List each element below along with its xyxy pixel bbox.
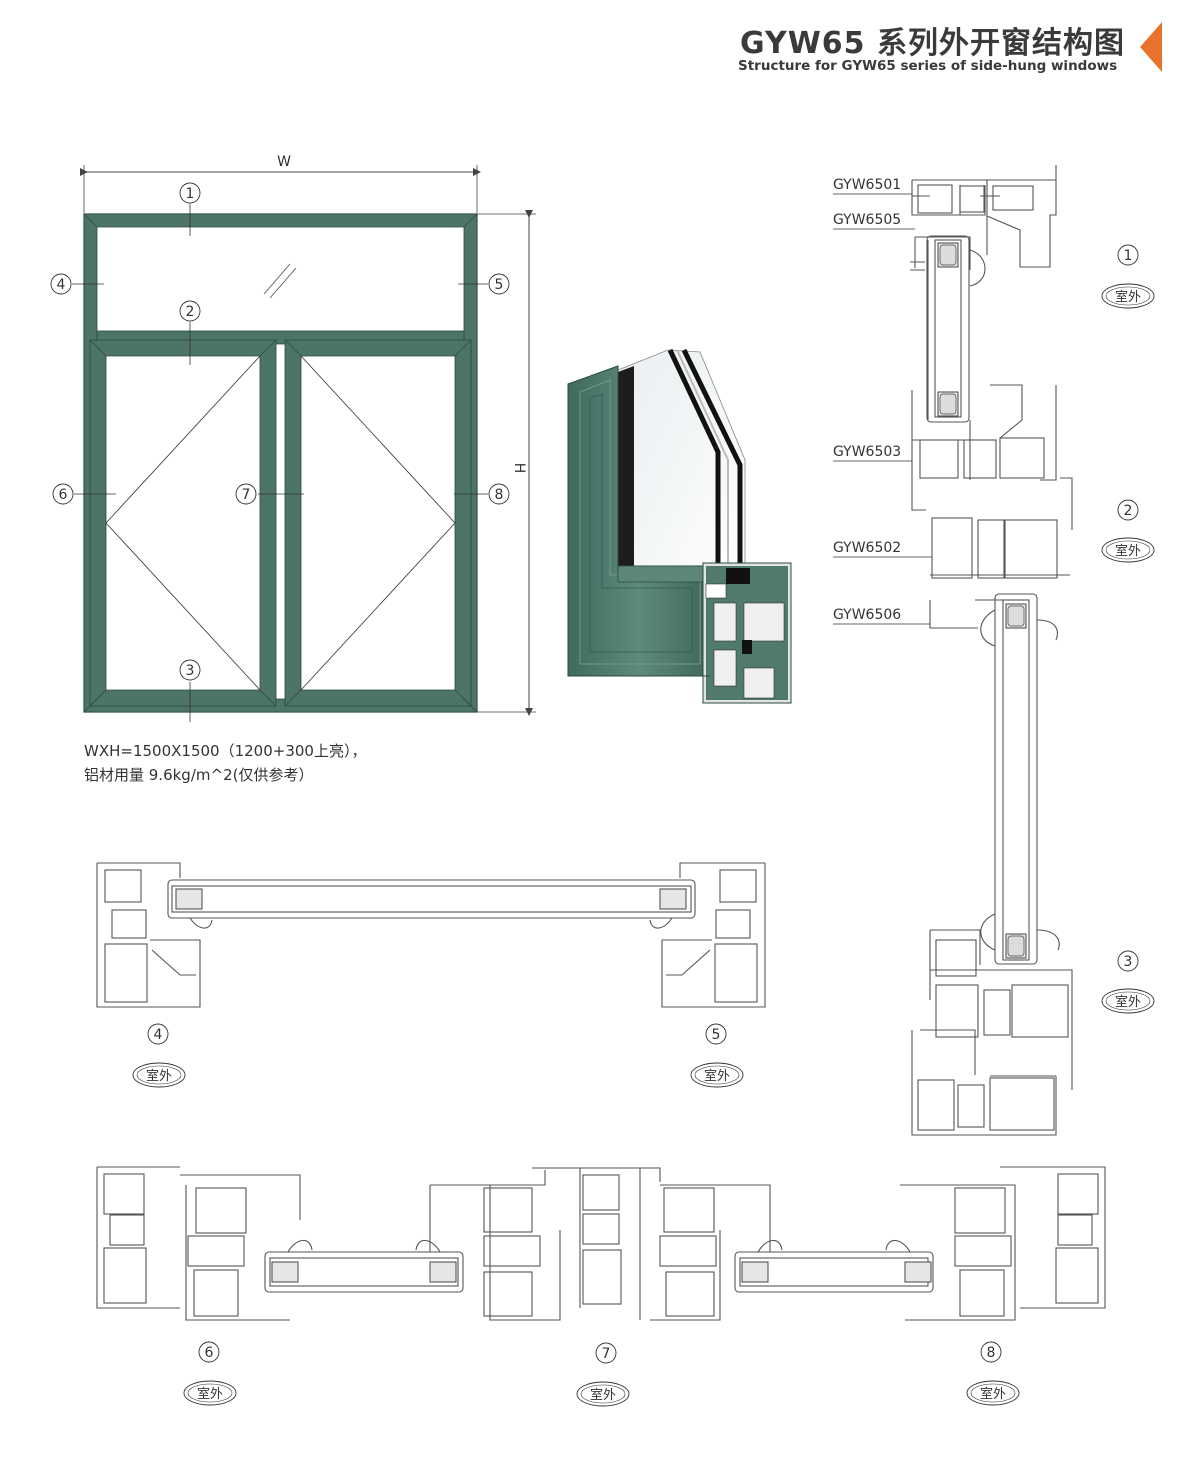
svg-text:室外: 室外 <box>590 1387 616 1403</box>
svg-text:5: 5 <box>495 277 504 293</box>
svg-text:室外: 室外 <box>704 1068 730 1084</box>
svg-text:室外: 室外 <box>980 1386 1006 1402</box>
profile-codes: GYW6501 GYW6505 GYW6503 GYW6502 GYW6506 <box>833 177 932 625</box>
page-subtitle: Structure for GYW65 series of side-hung … <box>738 58 1118 74</box>
svg-text:3: 3 <box>1124 954 1133 970</box>
horizontal-section-6-7-8 <box>96 1166 1106 1321</box>
svg-text:室外: 室外 <box>1115 994 1141 1010</box>
svg-text:6: 6 <box>59 487 68 503</box>
svg-text:室外: 室外 <box>197 1386 223 1402</box>
horizontal-section-4-5-labels: 4 室外 5 室外 <box>132 1023 744 1088</box>
orange-arrow-icon <box>1140 22 1162 72</box>
profile-code-gyw6503: GYW6503 <box>833 444 901 460</box>
svg-text:4: 4 <box>57 277 66 293</box>
callout-8: 8 <box>488 483 510 505</box>
callout-6: 6 <box>52 483 74 505</box>
svg-text:6: 6 <box>205 1345 214 1361</box>
profile-code-gyw6506: GYW6506 <box>833 607 901 623</box>
svg-text:5: 5 <box>712 1027 721 1043</box>
svg-text:4: 4 <box>154 1027 163 1043</box>
callout-5: 5 <box>488 273 510 295</box>
profile-code-gyw6502: GYW6502 <box>833 540 901 556</box>
svg-text:7: 7 <box>242 487 251 503</box>
profile-3d-render <box>567 348 792 704</box>
window-elevation: W H <box>50 154 536 722</box>
svg-text:2: 2 <box>1124 503 1133 519</box>
svg-text:室外: 室外 <box>1115 289 1141 305</box>
callout-3: 3 <box>179 659 201 681</box>
dimension-note-line1: WXH=1500X1500（1200+300上亮）， <box>84 742 367 760</box>
callout-7: 7 <box>235 483 257 505</box>
horizontal-section-6-7-8-labels: 6 室外 7 室外 8 室外 <box>183 1341 1020 1407</box>
svg-text:8: 8 <box>987 1345 996 1361</box>
height-label: H <box>511 463 527 474</box>
svg-text:1: 1 <box>1124 248 1133 264</box>
svg-text:3: 3 <box>186 663 195 679</box>
vertical-section-labels: 1 室外 2 室外 3 室外 <box>1101 244 1155 1014</box>
callout-1: 1 <box>179 182 201 204</box>
dimension-note-line2: 铝材用量 9.6kg/m^2(仅供参考） <box>84 766 314 784</box>
svg-text:室外: 室外 <box>146 1068 172 1084</box>
callout-4: 4 <box>50 273 72 295</box>
svg-text:1: 1 <box>186 186 195 202</box>
profile-code-gyw6501: GYW6501 <box>833 177 901 193</box>
horizontal-section-4-5 <box>96 862 766 1008</box>
profile-code-gyw6505: GYW6505 <box>833 212 901 228</box>
callout-2: 2 <box>179 300 201 322</box>
vertical-section <box>910 165 1073 1136</box>
svg-text:2: 2 <box>186 304 195 320</box>
svg-text:室外: 室外 <box>1115 543 1141 559</box>
svg-text:8: 8 <box>495 487 504 503</box>
width-label: W <box>277 154 291 170</box>
page-title: GYW65 系列外开窗结构图 <box>740 26 1125 61</box>
glazing-beads <box>939 244 1025 957</box>
svg-text:7: 7 <box>602 1346 611 1362</box>
